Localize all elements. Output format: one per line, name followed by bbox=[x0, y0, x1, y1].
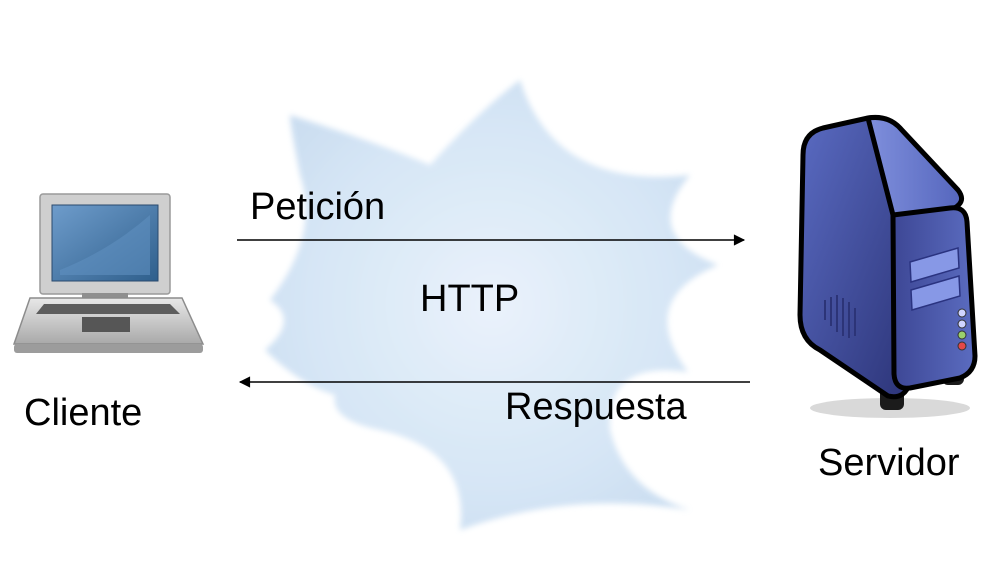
protocol-label: HTTP bbox=[420, 278, 520, 320]
response-label: Respuesta bbox=[505, 386, 687, 428]
network-cloud-shape bbox=[265, 80, 718, 530]
client-label: Cliente bbox=[24, 392, 143, 434]
laptop-icon bbox=[12, 193, 205, 353]
server-tower-icon bbox=[797, 115, 978, 418]
request-label: Petición bbox=[250, 186, 386, 228]
server-label: Servidor bbox=[818, 442, 960, 484]
